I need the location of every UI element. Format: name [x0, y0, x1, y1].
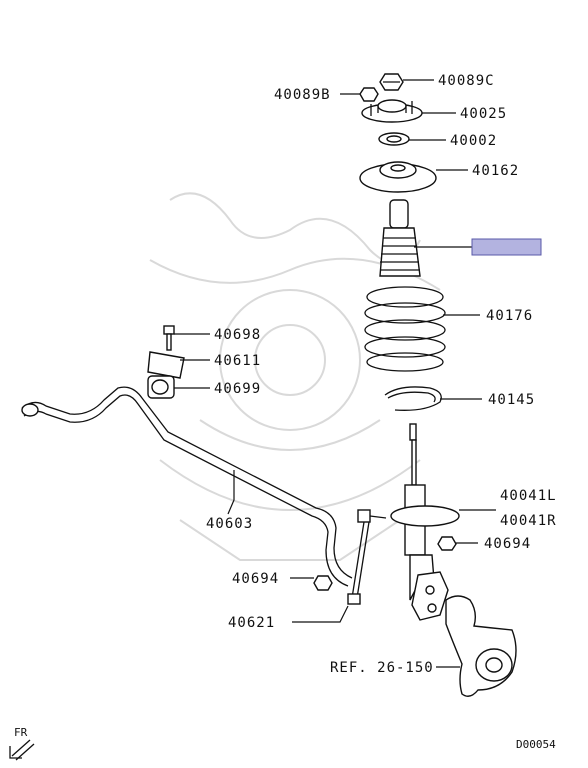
leader-lines	[174, 79, 496, 668]
bolt-40698[interactable]	[163, 325, 175, 351]
label-40041r[interactable]: 40041R	[500, 513, 557, 529]
label-40176[interactable]: 40176	[486, 308, 533, 324]
lower-insulator-40145[interactable]	[384, 386, 442, 411]
label-40699[interactable]: 40699	[214, 381, 261, 397]
coil-spring-40176[interactable]	[364, 286, 446, 372]
bearing-40002[interactable]	[378, 132, 410, 146]
link-nut-40694-left[interactable]	[313, 575, 333, 591]
bushing-40699[interactable]	[147, 375, 175, 399]
steering-knuckle[interactable]	[445, 595, 517, 697]
highlight-box[interactable]	[471, 238, 542, 256]
label-40145[interactable]: 40145	[488, 392, 535, 408]
label-40002[interactable]: 40002	[450, 133, 497, 149]
fr-label: FR	[14, 726, 28, 739]
front-direction-indicator: FR	[9, 726, 35, 761]
bracket-40611[interactable]	[147, 351, 185, 379]
label-40694-left[interactable]: 40694	[232, 571, 279, 587]
label-40089c[interactable]: 40089C	[438, 73, 495, 89]
diagram-id: D00054	[516, 738, 556, 751]
nut-40089c[interactable]	[379, 73, 404, 91]
label-40698[interactable]: 40698	[214, 327, 261, 343]
label-40611[interactable]: 40611	[214, 353, 261, 369]
strut-assembly-40041[interactable]	[390, 423, 460, 621]
label-40025[interactable]: 40025	[460, 106, 507, 122]
label-40621[interactable]: 40621	[228, 615, 275, 631]
label-40603[interactable]: 40603	[206, 516, 253, 532]
spring-seat-40162[interactable]	[359, 161, 437, 193]
strut-mount-40025[interactable]	[361, 99, 423, 123]
link-nut-40694-right[interactable]	[437, 536, 457, 551]
dust-boot[interactable]	[379, 199, 421, 277]
label-40694-right[interactable]: 40694	[484, 536, 531, 552]
label-40162[interactable]: 40162	[472, 163, 519, 179]
stabilizer-link-40621[interactable]	[347, 509, 387, 605]
stabilizer-bar-40603[interactable]	[21, 386, 353, 587]
nut-40089b[interactable]	[359, 87, 379, 102]
label-ref-26-150[interactable]: REF. 26-150	[330, 660, 434, 676]
fr-arrow-icon	[9, 739, 35, 761]
label-40089b[interactable]: 40089B	[274, 87, 331, 103]
label-40041l[interactable]: 40041L	[500, 488, 557, 504]
